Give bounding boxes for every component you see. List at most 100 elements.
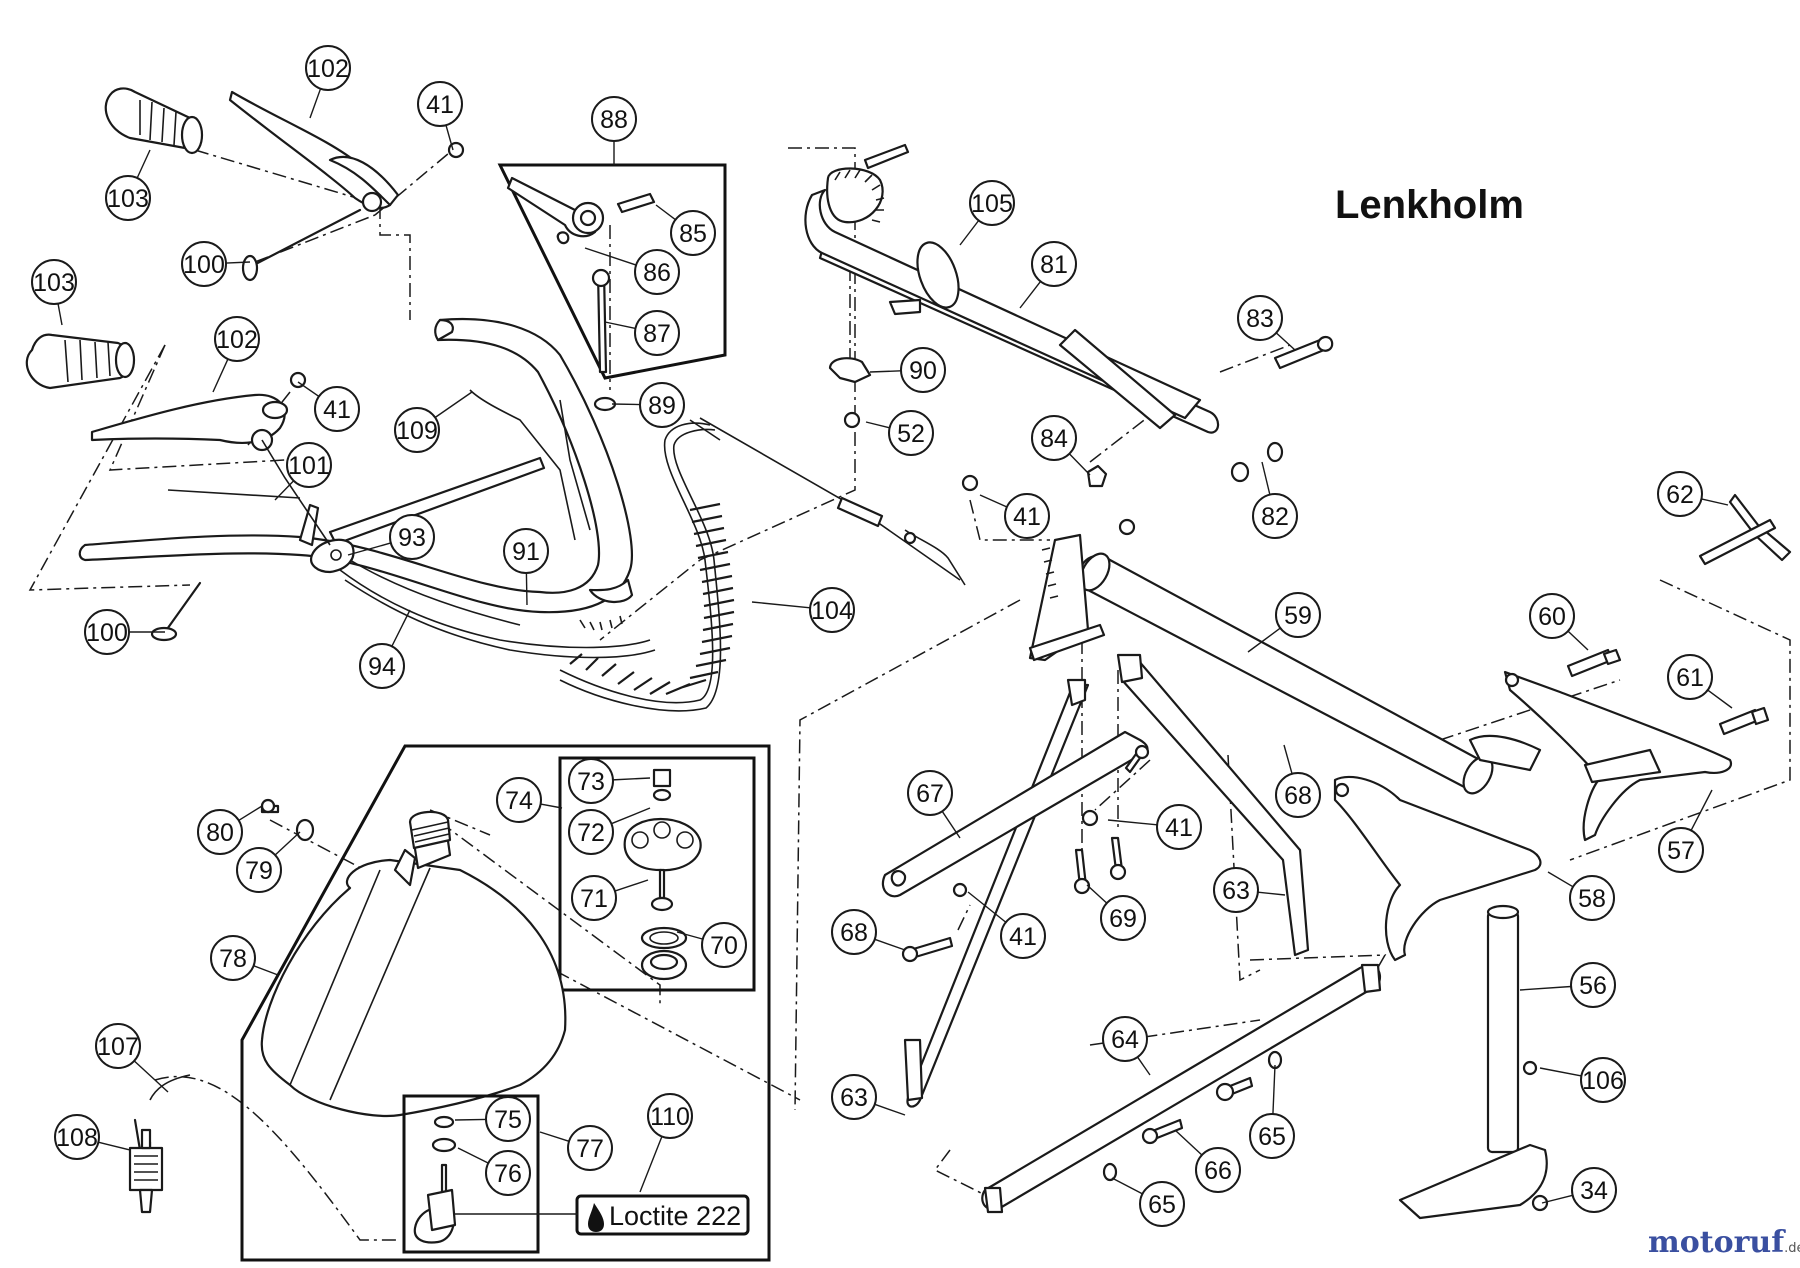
callout-label: 64 — [1111, 1026, 1139, 1054]
callout-label: 105 — [971, 190, 1013, 218]
callout-circle — [888, 410, 934, 456]
callout-76: 76 — [457, 1147, 531, 1196]
callout-68: 68 — [1275, 744, 1321, 818]
callout-82: 82 — [1252, 461, 1298, 539]
frame-59 — [881, 474, 1494, 1214]
callout-70: 70 — [676, 922, 747, 968]
callout-circle — [1580, 1057, 1626, 1103]
callout-58: 58 — [1547, 871, 1615, 921]
callout-circle — [236, 847, 282, 893]
callout-circle — [831, 1074, 877, 1120]
callout-label: 65 — [1258, 1123, 1286, 1151]
callout-87: 87 — [604, 310, 680, 356]
callout-circle — [394, 407, 440, 453]
callout-41: 41 — [967, 891, 1046, 959]
callout-leader — [1174, 1129, 1203, 1156]
callout-label: 60 — [1538, 603, 1566, 631]
callout-leader — [133, 1060, 169, 1093]
callout-88: 88 — [591, 96, 637, 165]
callout-57: 57 — [1658, 789, 1713, 873]
callout-label: 62 — [1666, 481, 1694, 509]
callout-circle — [31, 259, 77, 305]
callout-leader — [1261, 461, 1271, 495]
callout-label: 102 — [307, 55, 349, 83]
callout-label: 70 — [710, 932, 738, 960]
callout-leader — [979, 494, 1008, 508]
callout-circle — [571, 875, 617, 921]
callout-circle — [907, 770, 953, 816]
callout-leader — [1283, 744, 1293, 775]
callout-circle — [1004, 493, 1050, 539]
callout-circle — [701, 922, 747, 968]
callout-label: 86 — [643, 259, 671, 287]
callout-leader — [539, 1131, 570, 1142]
callout-leader — [1275, 332, 1296, 351]
callout-leader — [454, 1118, 487, 1121]
callout-leader — [1690, 789, 1713, 831]
callout-circle — [568, 809, 614, 855]
callout-circle — [305, 45, 351, 91]
callout-leader — [1086, 884, 1108, 904]
callout-label: 83 — [1246, 305, 1274, 333]
callout-label: 82 — [1261, 503, 1289, 531]
callout-circle — [181, 241, 227, 287]
callout-75: 75 — [454, 1096, 531, 1142]
callout-label: 41 — [1165, 814, 1193, 842]
callout-leader — [1519, 985, 1572, 991]
callout-leader — [1567, 630, 1589, 651]
callout-label: 56 — [1579, 972, 1607, 1000]
callout-circle — [1529, 593, 1575, 639]
callout-103: 103 — [105, 149, 151, 221]
callout-100: 100 — [181, 241, 251, 287]
callout-circle — [647, 1093, 693, 1139]
callout-label: 93 — [398, 524, 426, 552]
callout-label: 69 — [1109, 905, 1137, 933]
detail-88 — [497, 163, 727, 412]
callout-103: 103 — [31, 259, 77, 326]
callout-circle — [1213, 867, 1259, 913]
diagram-title: Lenkholm — [1335, 183, 1524, 227]
callout-leader — [225, 261, 251, 264]
callout-80: 80 — [197, 805, 263, 855]
callout-leader — [253, 965, 279, 976]
callout-leader — [525, 572, 528, 606]
callout-label: 52 — [897, 420, 925, 448]
callout-85: 85 — [655, 204, 716, 256]
callout-83: 83 — [1237, 295, 1296, 351]
brand-logo-suffix: .de — [1784, 1241, 1800, 1256]
callout-leader — [941, 810, 961, 839]
callout-leader — [1019, 280, 1042, 309]
callout-84: 84 — [1031, 415, 1091, 476]
brand-logo-text: motoruf — [1648, 1225, 1786, 1260]
callout-52: 52 — [865, 410, 934, 456]
svg-text:motoruf.de: motoruf.de — [1648, 1225, 1800, 1260]
callout-77: 77 — [539, 1125, 613, 1171]
callout-66: 66 — [1174, 1129, 1241, 1193]
callout-leader — [274, 480, 295, 501]
callout-93: 93 — [347, 514, 435, 560]
callout-circle — [359, 643, 405, 689]
callout-label: 103 — [33, 269, 75, 297]
callout-circle — [314, 386, 360, 432]
callout-65: 65 — [1111, 1177, 1185, 1227]
callout-leader — [874, 938, 906, 951]
callout-circle — [210, 935, 256, 981]
callout-62: 62 — [1657, 471, 1729, 517]
callout-circle — [1275, 592, 1321, 638]
callout-leader — [540, 803, 563, 809]
callout-label: 94 — [368, 653, 396, 681]
callout-circle — [1102, 1016, 1148, 1062]
callout-label: 108 — [56, 1124, 98, 1152]
callout-circle — [1569, 875, 1615, 921]
callout-label: 106 — [1582, 1067, 1624, 1095]
callout-circle — [197, 809, 243, 855]
fuel-tank-box: Loctite 222 — [128, 744, 771, 1262]
loctite-note: Loctite 222 — [609, 1201, 741, 1231]
callout-label: 81 — [1040, 251, 1068, 279]
callout-69: 69 — [1086, 884, 1146, 941]
callout-leader — [1068, 453, 1091, 476]
handlebar-assembly — [25, 87, 656, 659]
callout-leader — [751, 601, 811, 609]
